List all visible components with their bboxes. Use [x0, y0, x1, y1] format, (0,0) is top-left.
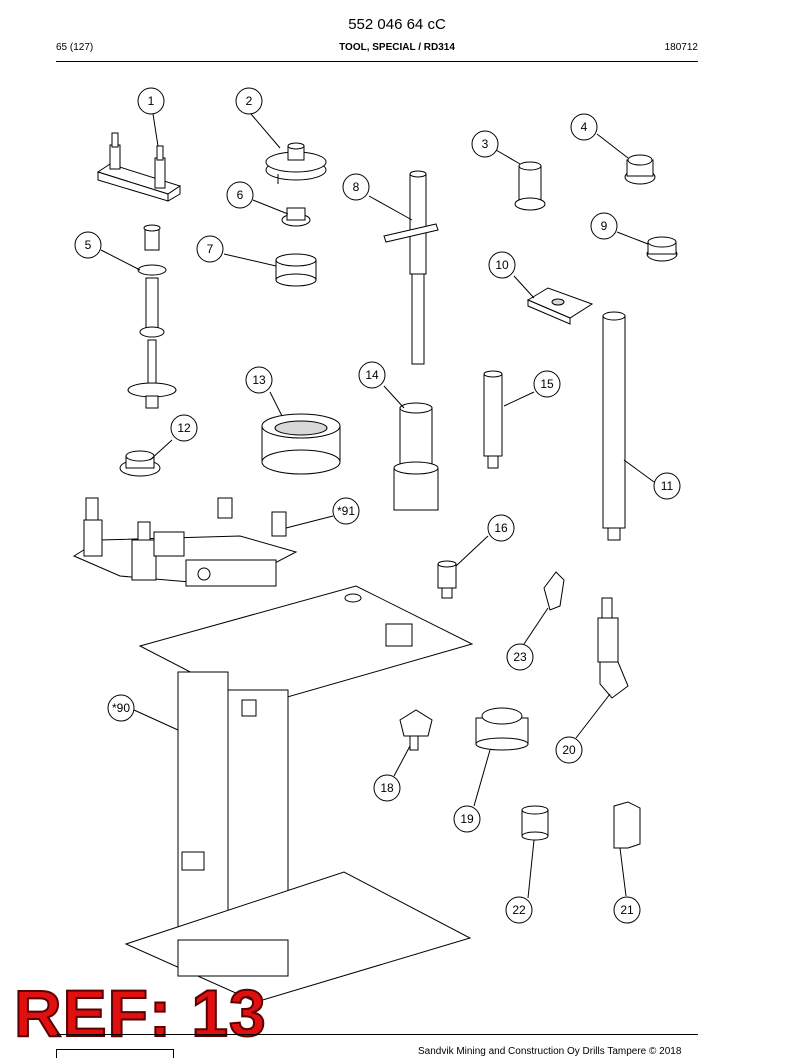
- callout-label: 18: [380, 781, 394, 795]
- callout-label: *90: [112, 701, 130, 715]
- part-12-drawing: [119, 450, 161, 477]
- callout-8: 8: [342, 173, 370, 201]
- part-11-drawing: [602, 311, 626, 541]
- header-divider: [56, 61, 698, 62]
- callout-bubbles: 1 2 3 4 5 6 7 8 9 10 11 12 13 14 15 16 *…: [74, 87, 681, 924]
- callout-3: 3: [471, 130, 499, 158]
- callout-label: *91: [337, 504, 355, 518]
- part-9-drawing: [646, 236, 678, 262]
- callout-1: 1: [137, 87, 165, 115]
- part-16-drawing: [437, 560, 457, 599]
- callout-20: 20: [555, 736, 583, 764]
- part-18-drawing: [399, 709, 433, 751]
- part-1-drawing: [96, 132, 182, 202]
- part-3-drawing: [514, 161, 546, 211]
- callout-16: 16: [487, 514, 515, 542]
- callout-19: 19: [453, 805, 481, 833]
- page-title: TOOL, SPECIAL / RD314: [339, 42, 455, 53]
- part-7-drawing: [275, 253, 317, 287]
- callout-label: 16: [494, 521, 508, 535]
- page-number: 65 (127): [56, 42, 94, 53]
- callout-label: 10: [495, 258, 509, 272]
- part-4-drawing: [624, 154, 656, 185]
- callout-15: 15: [533, 370, 561, 398]
- callout-label: 6: [237, 188, 244, 202]
- part-90-drawing: [124, 585, 474, 1003]
- part-23-drawing: [543, 571, 565, 611]
- callout-13: 13: [245, 366, 273, 394]
- callout-label: 8: [353, 180, 360, 194]
- date-code: 180712: [664, 42, 698, 53]
- part-5-drawing: [127, 224, 177, 409]
- callout-91: *91: [332, 497, 360, 525]
- callout-21: 21: [613, 896, 641, 924]
- part-10-drawing: [526, 287, 594, 325]
- callout-label: 15: [540, 377, 554, 391]
- callout-10: 10: [488, 251, 516, 279]
- part-6-drawing: [281, 207, 311, 227]
- leader-lines: [100, 113, 655, 899]
- callout-18: 18: [373, 774, 401, 802]
- callout-label: 20: [562, 743, 576, 757]
- part-13-drawing: [261, 413, 341, 475]
- callout-label: 12: [177, 421, 191, 435]
- part-2-drawing: [265, 142, 327, 184]
- callout-6: 6: [226, 181, 254, 209]
- callout-11: 11: [653, 472, 681, 500]
- callout-label: 22: [512, 903, 526, 917]
- callout-label: 4: [581, 120, 588, 134]
- sandvik-logo: [56, 1049, 174, 1058]
- part-21-drawing: [613, 801, 641, 849]
- callout-23: 23: [506, 643, 534, 671]
- callout-12: 12: [170, 414, 198, 442]
- footer-copyright: Sandvik Mining and Construction Oy Drill…: [418, 1046, 682, 1057]
- callout-label: 3: [482, 137, 489, 151]
- callout-90: *90: [107, 694, 135, 722]
- part-14-drawing: [393, 402, 439, 511]
- callout-label: 13: [252, 373, 266, 387]
- document-number: 552 046 64 cC: [348, 16, 446, 33]
- part-19-drawing: [475, 707, 529, 751]
- callout-5: 5: [74, 231, 102, 259]
- callout-label: 21: [620, 903, 634, 917]
- part-20-drawing: [597, 597, 629, 699]
- part-8-drawing: [383, 170, 439, 365]
- part-22-drawing: [521, 805, 549, 841]
- callout-label: 14: [365, 368, 379, 382]
- callout-9: 9: [590, 212, 618, 240]
- callout-label: 7: [207, 242, 214, 256]
- callout-2: 2: [235, 87, 263, 115]
- callout-14: 14: [358, 361, 386, 389]
- callout-7: 7: [196, 235, 224, 263]
- callout-label: 19: [460, 812, 474, 826]
- callout-label: 23: [513, 650, 527, 664]
- callout-label: 9: [601, 219, 608, 233]
- callout-4: 4: [570, 113, 598, 141]
- part-15-drawing: [483, 370, 503, 469]
- callout-label: 5: [85, 238, 92, 252]
- callout-label: 11: [661, 479, 674, 493]
- footer-divider: [56, 1034, 698, 1035]
- ref-stamp: REF: 13: [13, 976, 267, 1050]
- callout-label: 2: [246, 94, 253, 108]
- callout-label: 1: [148, 94, 155, 108]
- callout-22: 22: [505, 896, 533, 924]
- part-91-drawing: [72, 497, 298, 587]
